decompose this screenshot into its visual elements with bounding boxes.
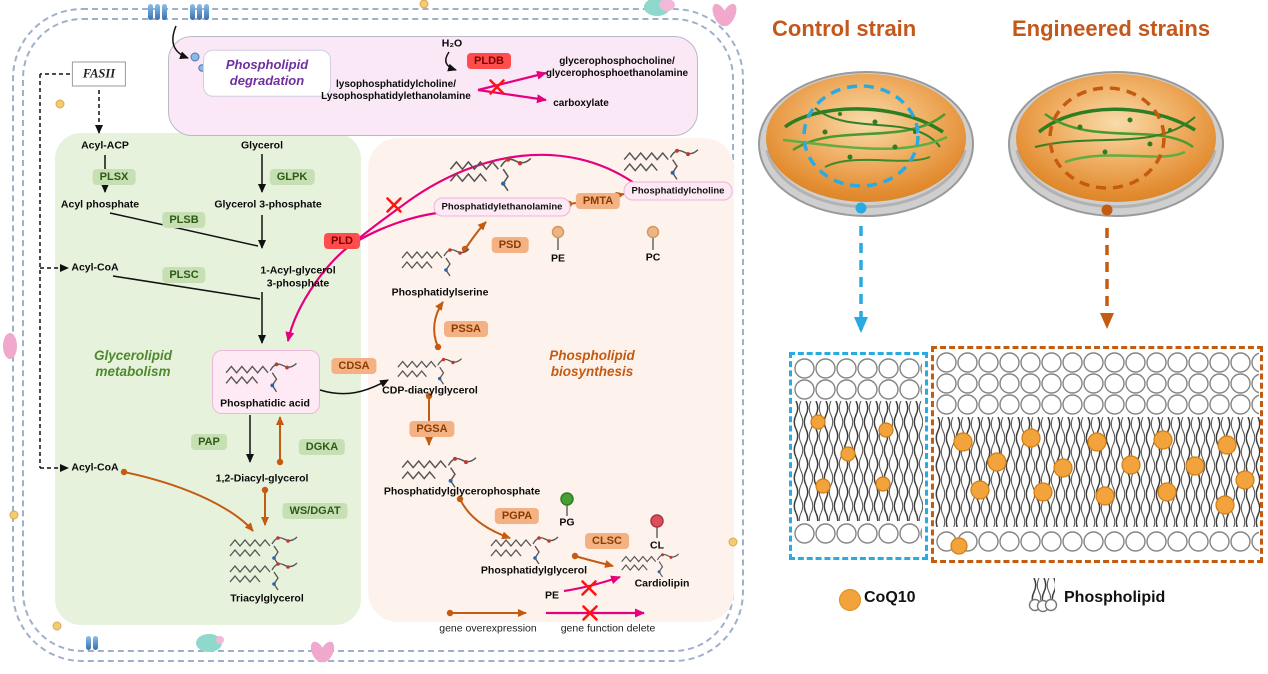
engineered-strains-title: Engineered strains <box>1012 16 1211 41</box>
enzyme-cdsa: CDSA <box>331 358 377 374</box>
legend-overexpression-label: gene overexpression <box>439 622 537 635</box>
cardiolipin-label: Cardiolipin <box>634 577 690 590</box>
enzyme-pap: PAP <box>191 434 227 450</box>
enzyme-pgpa: PGPA <box>494 508 540 524</box>
zoom-arrows <box>854 226 1114 333</box>
pe2-label: PE <box>544 589 560 602</box>
engineered-zoom-anchor-dot <box>1101 204 1113 216</box>
degradation-product2-label: carboxylate <box>553 98 609 109</box>
pc-label: PC <box>645 251 661 264</box>
enzyme-plsb: PLSB <box>162 212 206 228</box>
glycerolipid-metabolism-label: Glycerolipid metabolism <box>93 347 173 379</box>
coq10-dots <box>950 428 1255 555</box>
acyl-glycerol-3-phosphate-label: 1-Acyl-glycerol 3-phosphate <box>260 264 336 289</box>
enzyme-pmta: PMTA <box>575 193 621 209</box>
control-petri-dish <box>758 71 974 217</box>
colony-dots <box>822 112 917 160</box>
control-membrane-box <box>789 352 928 560</box>
degradation-title: Phospholipid degradation <box>203 49 331 97</box>
coq10-legend-icon <box>839 589 861 611</box>
acyl-coa2-label: Acyl-CoA <box>71 461 119 474</box>
colony-dots <box>1077 117 1172 155</box>
control-zoom-anchor-dot <box>855 202 867 214</box>
phosphatidylserine-label: Phosphatidylserine <box>391 286 489 299</box>
pg-label: PG <box>559 516 575 529</box>
enzyme-ws-dgat: WS/DGAT <box>282 503 348 519</box>
diacylglycerol-label: 1,2-Diacyl-glycerol <box>215 472 309 485</box>
phosphatidic-acid-label: Phosphatidic acid <box>220 397 310 410</box>
enzyme-clsc: CLSC <box>585 533 629 549</box>
enzyme-pgsa: PGSA <box>409 421 455 437</box>
phosphatidylglycerol-label: Phosphatidylglycerol <box>480 564 588 577</box>
glycerol-3-phosphate-label: Glycerol 3-phosphate <box>214 198 322 211</box>
phospholipid-legend-label: Phospholipid <box>1064 589 1166 606</box>
cl-label: CL <box>650 539 664 552</box>
phospholipid-biosynthesis-label: Phospholipid biosynthesis <box>549 347 635 379</box>
glycerol-label: Glycerol <box>240 139 284 152</box>
enzyme-pssa: PSSA <box>444 321 488 337</box>
pe-label: PE <box>550 252 566 265</box>
enzyme-plsc: PLSC <box>162 267 206 283</box>
fasii-box: FASII <box>71 61 127 87</box>
enzyme-dgka: DGKA <box>298 439 346 455</box>
enzyme-glpk: GLPK <box>269 169 315 185</box>
phospholipid-legend-icon <box>1028 578 1058 613</box>
engineered-membrane <box>935 352 1260 555</box>
enzyme-pldb: PLDB <box>467 53 511 69</box>
cdp-diacylglycerol-label: CDP-diacylglycerol <box>382 384 478 397</box>
coq10-legend-label: CoQ10 <box>864 589 916 606</box>
control-strain-title: Control strain <box>772 16 917 41</box>
phosphatidylglycerophosphate-label: Phosphatidylglycerophosphate <box>383 485 541 498</box>
engineered-petri-dish <box>1008 71 1224 217</box>
triacylglycerol-label: Triacylglycerol <box>230 592 304 605</box>
enzyme-psd: PSD <box>491 237 529 253</box>
coq10-dots <box>810 414 894 494</box>
phosphatidylethanolamine-node: Phosphatidylethanolamine <box>433 197 571 217</box>
acyl-phosphate-label: Acyl phosphate <box>60 198 140 211</box>
legend-function-delete-label: gene function delete <box>560 622 656 635</box>
enzyme-pld: PLD <box>324 233 360 249</box>
degradation-substrate-label: lysophosphatidylcholine/ Lysophosphatidy… <box>321 79 471 102</box>
control-zoom-circle <box>802 84 920 188</box>
acyl-coa-label: Acyl-CoA <box>71 261 119 274</box>
phosphatidylcholine-node: Phosphatidylcholine <box>623 181 733 201</box>
engineered-zoom-circle <box>1048 86 1166 190</box>
engineered-membrane-box <box>931 346 1263 563</box>
colony-streaks <box>1034 107 1196 164</box>
h2o-label: H₂O <box>441 37 463 50</box>
control-membrane <box>793 358 923 544</box>
enzyme-plsx: PLSX <box>92 169 136 185</box>
degradation-product1-label: glycerophosphocholine/ glycerophosphoeth… <box>545 56 689 79</box>
acyl-acp-label: Acyl-ACP <box>81 139 129 152</box>
